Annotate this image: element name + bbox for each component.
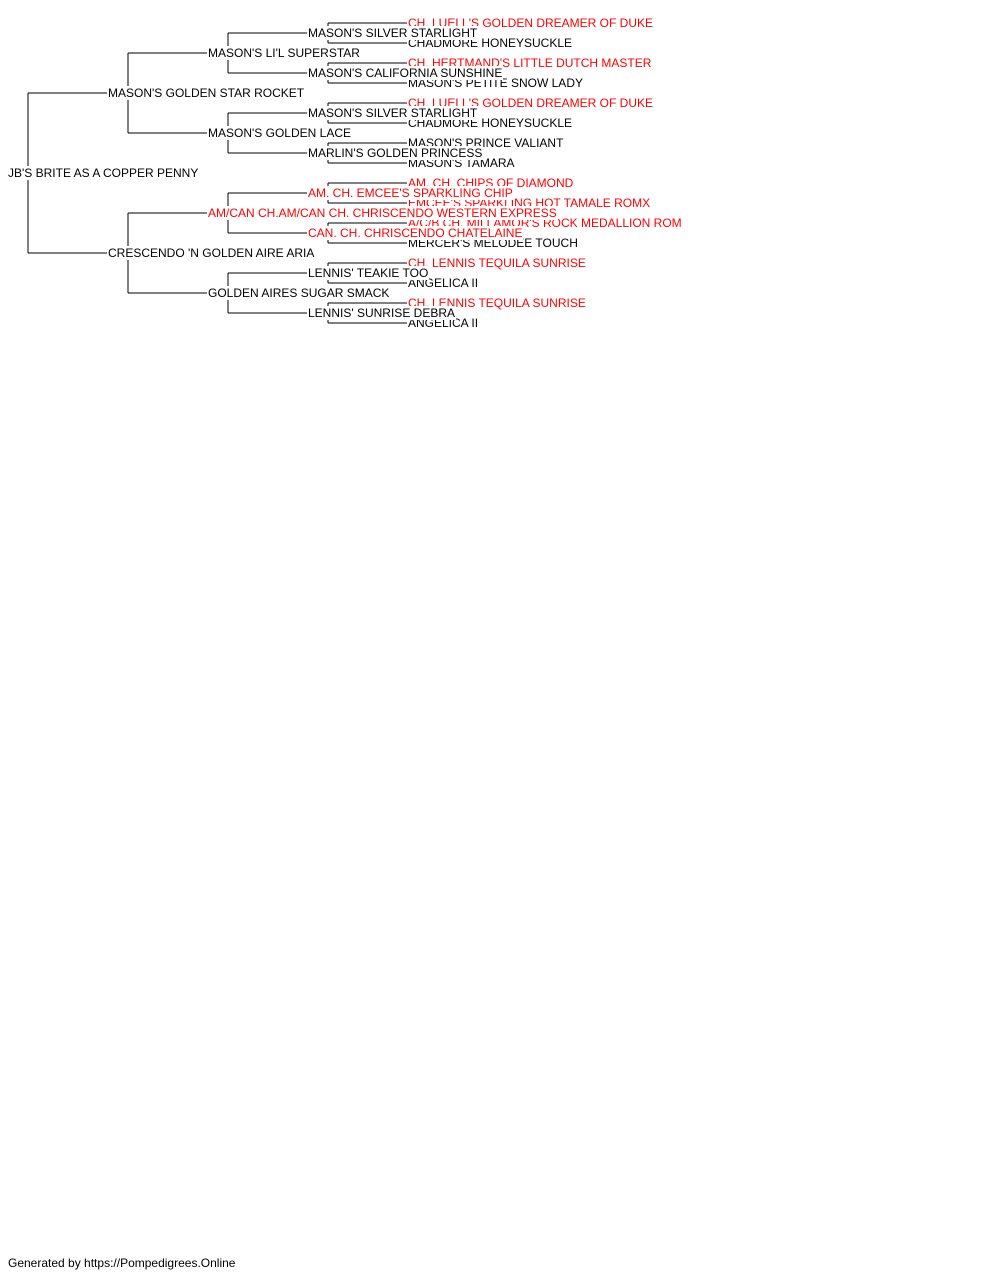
- pedigree-sire-gen3: MASON'S SILVER STARLIGHT: [307, 106, 479, 120]
- pedigree-sire-gen2: MASON'S LI'L SUPERSTAR: [207, 46, 361, 60]
- pedigree-sire-gen4: CH. LENNIS TEQUILA SUNRISE: [407, 256, 587, 270]
- pedigree-subject-gen0: JB'S BRITE AS A COPPER PENNY: [7, 166, 200, 180]
- pedigree-dam-gen2: GOLDEN AIRES SUGAR SMACK: [207, 286, 391, 300]
- pedigree-sire-gen1: MASON'S GOLDEN STAR ROCKET: [107, 86, 306, 100]
- pedigree-dam-gen2: MASON'S GOLDEN LACE: [207, 126, 352, 140]
- pedigree-dam-gen3: LENNIS' SUNRISE DEBRA: [307, 306, 456, 320]
- pedigree-sire-gen3: AM. CH. EMCEE'S SPARKLING CHIP: [307, 186, 514, 200]
- pedigree-dam-gen3: CAN. CH. CHRISCENDO CHATELAINE: [307, 226, 524, 240]
- footer-credit: Generated by https://Pompedigrees.Online: [8, 1256, 236, 1270]
- pedigree-dam-gen3: MASON'S CALIFORNIA SUNSHINE: [307, 66, 504, 80]
- pedigree-sire-gen2: AM/CAN CH.AM/CAN CH. CHRISCENDO WESTERN …: [207, 206, 558, 220]
- pedigree-dam-gen3: MARLIN'S GOLDEN PRINCESS: [307, 146, 484, 160]
- pedigree-sire-gen3: LENNIS' TEAKIE TOO: [307, 266, 430, 280]
- pedigree-sire-gen3: MASON'S SILVER STARLIGHT: [307, 26, 479, 40]
- pedigree-dam-gen1: CRESCENDO 'N GOLDEN AIRE ARIA: [107, 246, 316, 260]
